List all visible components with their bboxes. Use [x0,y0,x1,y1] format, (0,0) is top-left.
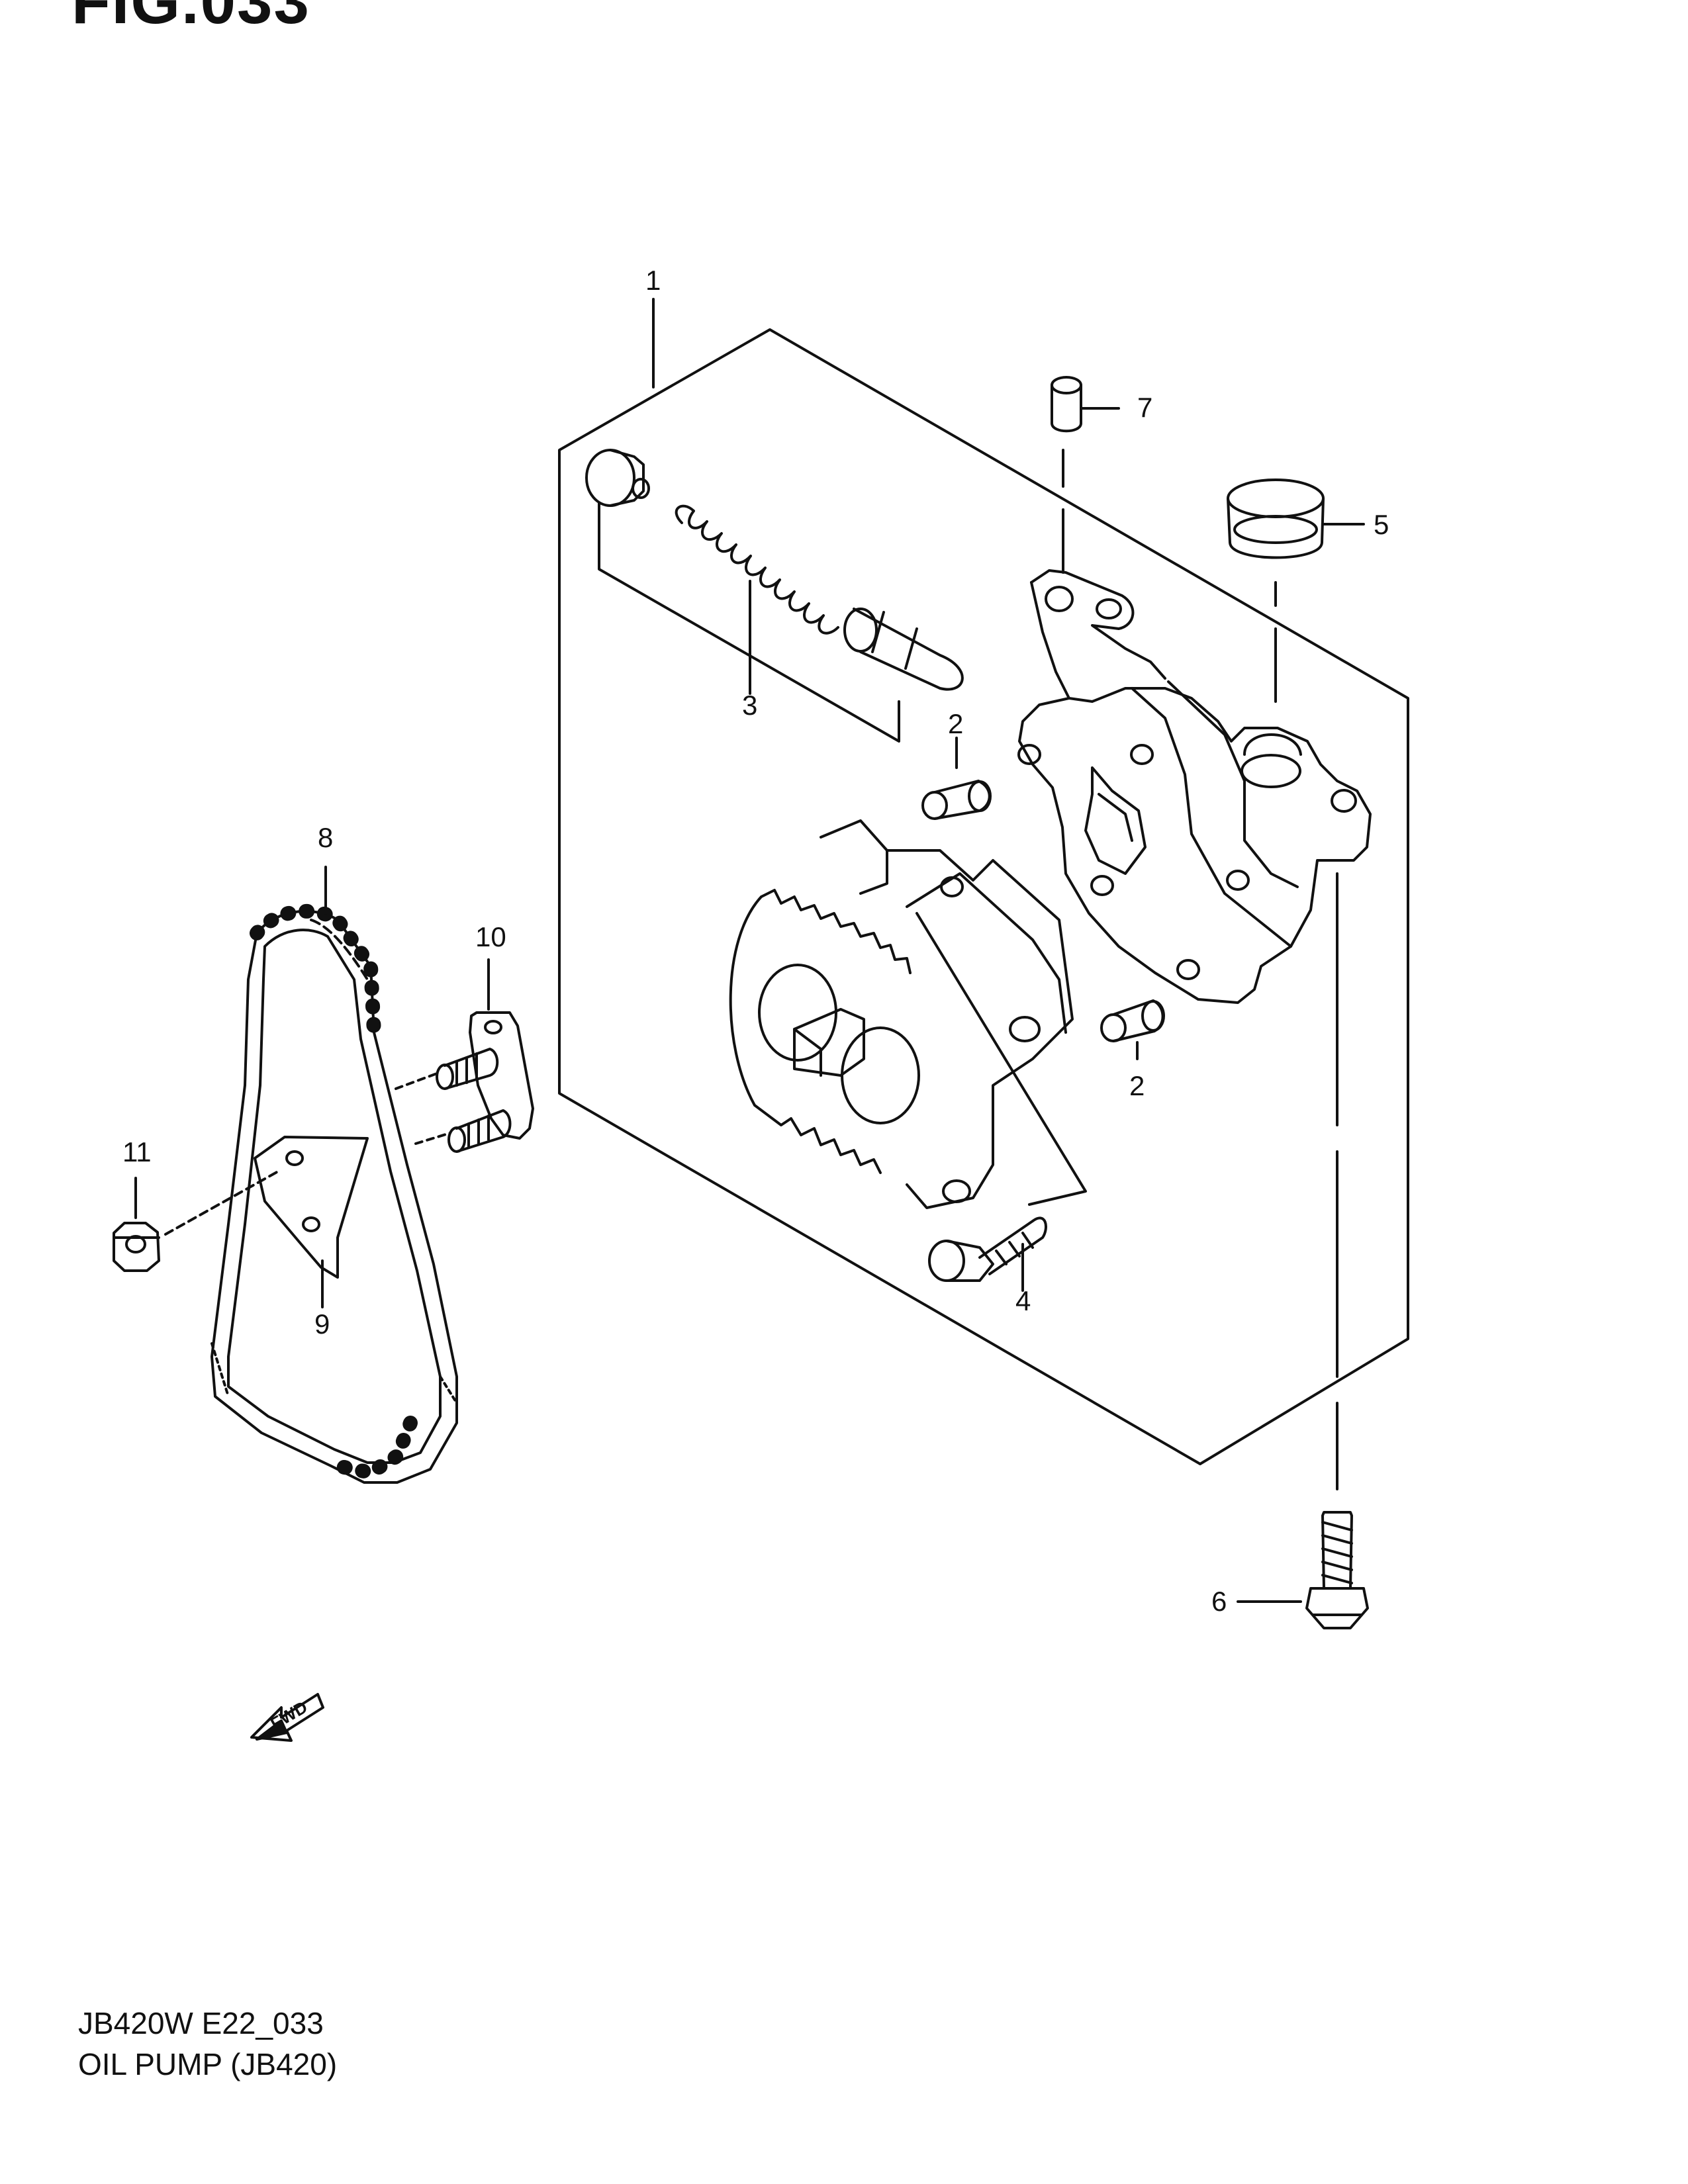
figure-title: FIG.033 [71,0,310,37]
pin-part-7 [1051,376,1082,433]
assembly-box [558,328,1409,1465]
callout-7: 7 [1137,392,1152,423]
callout-4: 4 [1015,1285,1031,1316]
callout-3: 3 [742,690,757,721]
bolt-part-4 [928,1216,1047,1282]
nut-part-11 [113,1222,160,1272]
callout-11: 11 [122,1136,152,1167]
fwd-arrow-icon [250,1693,324,1742]
dowel-pin-lower [1100,999,1165,1042]
callout-2-lower: 2 [1129,1070,1145,1101]
callout-8: 8 [318,822,333,853]
callout-2-upper: 2 [948,708,963,739]
stud-bolt-part-10 [436,1011,534,1153]
relief-valve-part [843,608,964,691]
bolt-part-6 [1305,1511,1369,1629]
callout-line-4-diag [915,912,1087,1206]
diagram-name: OIL PUMP (JB420) [78,2047,338,2081]
timing-chain-part-8 [211,903,458,1484]
relief-spring-part [675,504,839,635]
callout-1: 1 [645,265,661,296]
dowel-pin-upper [921,780,992,820]
seal-part-5 [1227,478,1325,559]
callout-9: 9 [314,1308,330,1340]
callout-6: 6 [1211,1586,1227,1617]
oil-pump-rotor-sprocket [729,819,1074,1209]
diagram-code: JB420W E22_033 [78,2006,324,2040]
callout-5: 5 [1374,509,1389,540]
oil-pump-case [1017,569,1372,1004]
relief-plug-part [585,449,650,507]
callout-10: 10 [475,921,506,952]
chain-guide-part-9 [254,1136,369,1279]
